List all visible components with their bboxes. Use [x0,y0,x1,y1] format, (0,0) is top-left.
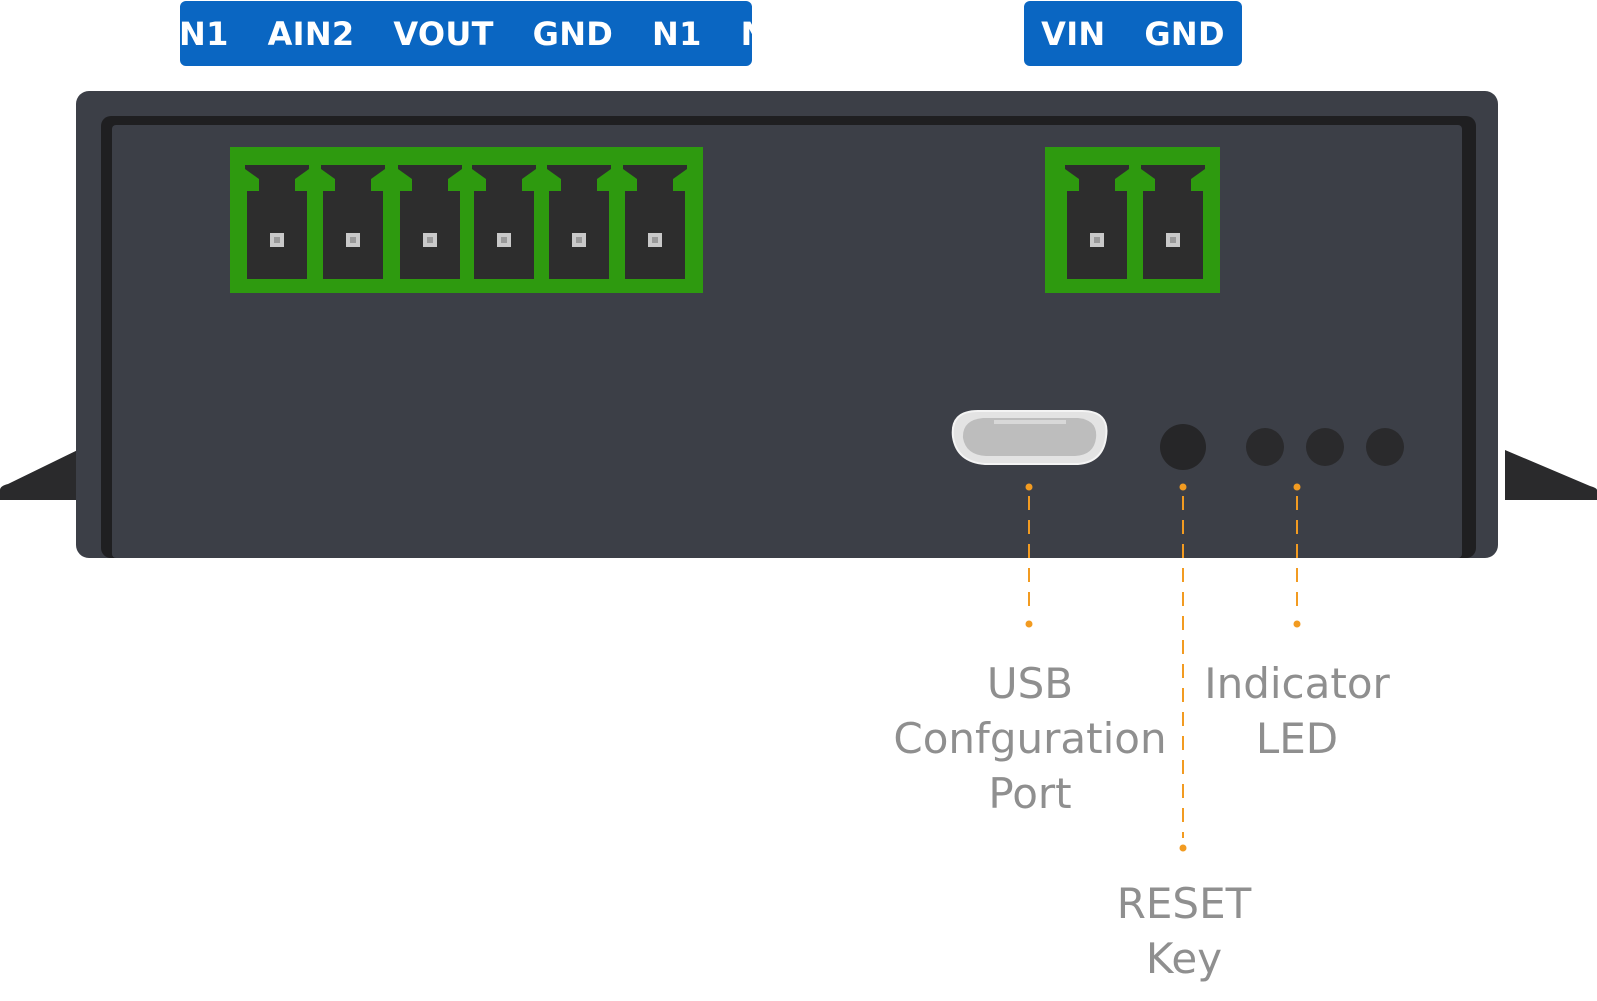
led-leader-line [1293,483,1301,628]
led-callout-line-1: Indicator [1204,659,1390,708]
usb-callout-line-3: Port [988,769,1072,818]
signal-socket-2[interactable] [321,165,385,279]
terminal-block-6pin[interactable] [230,147,703,293]
usb-configuration-port[interactable] [951,410,1108,465]
power-socket-1[interactable] [1065,165,1129,279]
signal-socket-5[interactable] [547,165,611,279]
power-socket-2[interactable] [1141,165,1205,279]
usb-leader-line [1025,483,1033,628]
reset-callout-line-1: RESET [1116,879,1252,928]
signal-socket-6[interactable] [623,165,687,279]
signal-socket-3[interactable] [398,165,462,279]
left-mounting-flange [0,444,90,500]
usb-callout-line-2: Confguration [893,714,1167,763]
led-callout-line-2: LED [1255,714,1339,763]
power-terminal-label: VIN GND [1024,1,1242,66]
indicator-led-3 [1366,428,1404,466]
indicator-led-1 [1246,428,1284,466]
signal-terminal-label: AIN1 AIN2 VOUT GND N1 N2 [142,1,790,66]
reset-key[interactable] [1160,424,1206,470]
indicator-led-2 [1306,428,1344,466]
reset-callout-line-2: Key [1145,934,1223,983]
right-mounting-flange [1505,450,1597,500]
indicator-led-callout: Indicator LED [1147,656,1447,766]
usb-port-callout: USB Confguration Port [880,656,1180,821]
reset-leader-line [1179,483,1187,852]
terminal-block-2pin[interactable] [1045,147,1220,293]
signal-socket-4[interactable] [472,165,536,279]
signal-socket-1[interactable] [245,165,309,279]
usb-callout-line-1: USB [986,659,1074,708]
reset-key-callout: RESET Key [1034,876,1334,986]
